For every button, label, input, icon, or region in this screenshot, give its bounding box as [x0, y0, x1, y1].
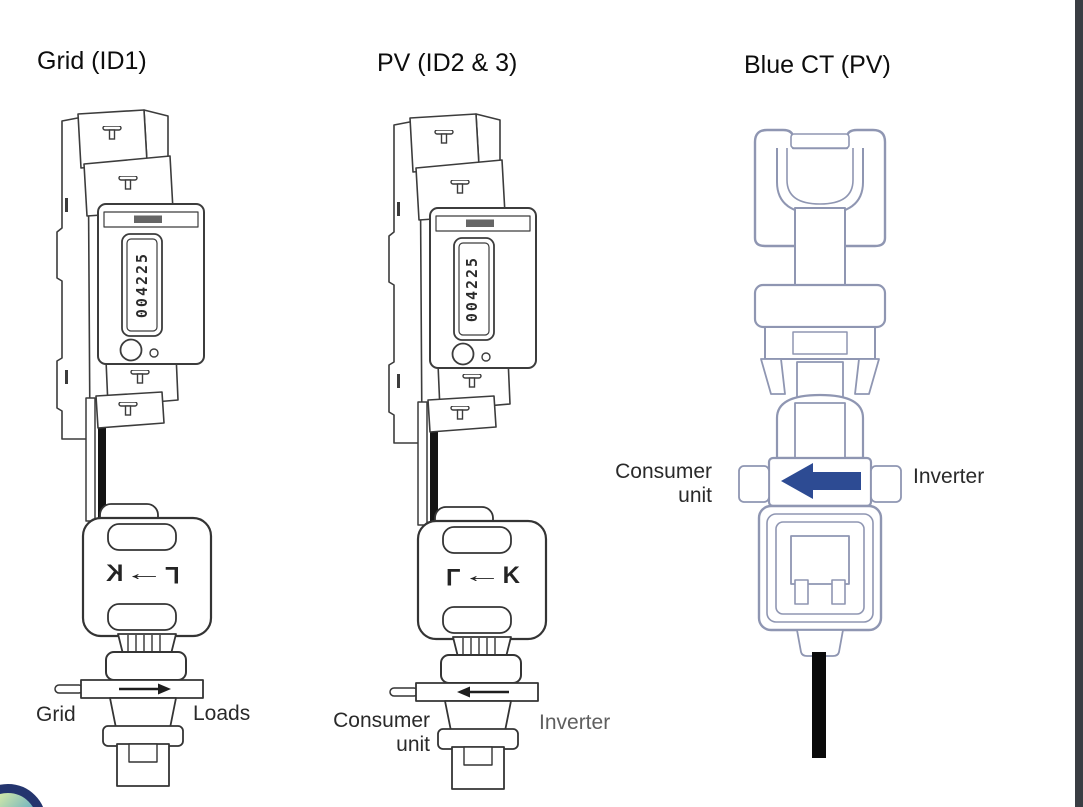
blue-ct-figure: [738, 128, 902, 758]
flow-label-left: Consumer unit: [615, 460, 712, 507]
ct-marking-arrow-icon: ←: [461, 564, 502, 587]
energy-meter-figure: [48, 108, 208, 528]
column-title: Grid (ID1): [37, 47, 147, 75]
ct-marking: L ← K: [432, 558, 534, 594]
column-grid: Grid (ID1) 004225 K ← L Grid Loads: [0, 0, 330, 807]
column-blue-ct: Blue CT (PV): [615, 0, 1075, 807]
flow-label-left: Grid: [36, 703, 76, 726]
ct-marking-arrow-icon: ←: [124, 562, 165, 585]
flow-label-left: Consumer unit: [333, 709, 430, 756]
meter-lcd-value: 004225: [133, 251, 151, 319]
ct-clamp-figure: [48, 500, 218, 790]
ct-marking-right-letter: L: [165, 561, 180, 588]
ct-marking: K ← L: [99, 556, 187, 592]
column-title: PV (ID2 & 3): [377, 49, 518, 77]
ct-marking-left-letter: L: [445, 563, 461, 590]
ct-marking-left-letter: K: [105, 560, 124, 587]
flow-label-right: Loads: [193, 702, 251, 725]
flow-label-right: Inverter: [913, 465, 985, 488]
ct-cable: [812, 652, 826, 758]
ct-marking-right-letter: K: [502, 562, 520, 589]
conductor-flow-arrow-icon: [119, 683, 171, 695]
conductor-flow-arrow-icon: [457, 686, 509, 698]
flow-label-right: Inverter: [539, 711, 611, 734]
blue-ct-arrow-icon: [781, 463, 861, 499]
meter-lcd-value: 004225: [463, 255, 481, 323]
page-edge-bar: [1075, 0, 1083, 807]
column-pv: PV (ID2 & 3) 004225 L ← K Consumer unit …: [330, 0, 660, 807]
column-title: Blue CT (PV): [744, 51, 891, 79]
